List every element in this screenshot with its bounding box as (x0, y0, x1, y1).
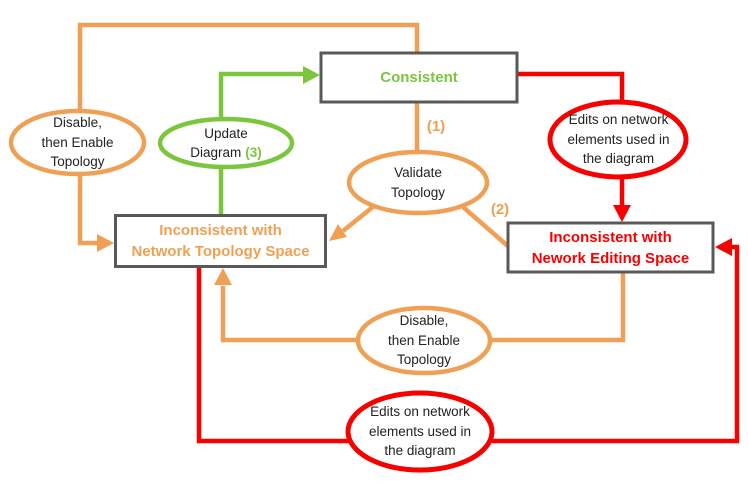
edge-label-step2-text: (2) (490, 201, 510, 219)
disable-enable-top-line3: Topology (50, 154, 105, 170)
arrowhead-into-topology-box-right (329, 224, 347, 241)
edge-update-diagram-to-consistent (218, 71, 303, 119)
inconsistent-topology-line1: Inconsistent with (159, 221, 282, 239)
inconsistent-editing-line1: Inconsistent with (549, 228, 672, 246)
action-edits-top-ellipse (547, 99, 689, 180)
edge-edits-bottom-to-editing-box (492, 244, 740, 444)
state-consistent-text: Consistent (380, 69, 458, 86)
edge-disable-enable-top-to-topology-box (77, 174, 98, 246)
state-inconsistent-editing-label: Inconsistent with Nework Editing Space (508, 223, 713, 272)
edge-consistent-to-disable-enable-top (77, 22, 420, 111)
edits-bottom-line2: elements used in (368, 423, 472, 439)
disable-enable-top-line1: Disable, (53, 115, 102, 131)
arrowhead-into-editing-box-top (613, 205, 631, 222)
action-edits-bottom-ellipse (345, 390, 495, 473)
edits-top-line1: Edits on network (568, 112, 669, 128)
edge-validate-to-topology-box (341, 204, 376, 233)
update-diagram-step-number: (3) (245, 145, 262, 160)
edits-bottom-line3: the diagram (384, 443, 456, 459)
arrowhead-into-consistent-left (303, 66, 320, 84)
arrowhead-into-topology-box-left (97, 234, 114, 252)
edge-editing-box-to-disable-enable-bottom (491, 272, 626, 343)
disable-enable-bottom-line2: then Enable (387, 332, 461, 348)
edge-consistent-to-edits-top (517, 71, 625, 102)
edits-top-line3: the diagram (582, 151, 655, 167)
edge-label-step1-text: (1) (426, 118, 446, 136)
action-update-diagram-ellipse (157, 116, 295, 170)
action-update-diagram-label: Update Diagram (3) (160, 119, 292, 167)
state-inconsistent-topology-box (114, 214, 327, 268)
disable-enable-top-line2: then Enable (41, 134, 114, 150)
edge-label-step2: (2) (484, 200, 516, 220)
action-disable-enable-bottom-ellipse (355, 305, 493, 376)
inconsistent-topology-line2: Network Topology Space (131, 242, 310, 260)
edits-top-line2: elements used in (567, 131, 670, 147)
validate-topology-line2: Topology (390, 184, 446, 200)
edge-label-step1: (1) (420, 117, 452, 137)
state-inconsistent-topology-label: Inconsistent with Network Topology Space (115, 215, 326, 266)
inconsistent-editing-line2: Nework Editing Space (531, 249, 690, 267)
action-validate-topology-ellipse (346, 149, 490, 216)
action-disable-enable-top-ellipse (8, 108, 147, 177)
action-edits-top-label: Edits on network elements used in the di… (550, 102, 687, 177)
update-diagram-word: Diagram (190, 145, 242, 160)
state-consistent-box (319, 51, 519, 104)
update-diagram-line2: Diagram (3) (190, 143, 262, 163)
state-consistent-label: Consistent (321, 53, 517, 102)
edge-validate-to-editing-box (461, 205, 511, 249)
arrowhead-into-editing-box-right (715, 238, 732, 256)
action-edits-bottom-label: Edits on network elements used in the di… (348, 393, 492, 470)
arrowhead-into-topology-box-bottom (214, 268, 232, 285)
update-diagram-line1: Update (204, 125, 248, 141)
edge-topology-box-to-edits-bottom (196, 266, 349, 444)
disable-enable-bottom-line3: Topology (396, 352, 452, 368)
action-validate-topology-label: Validate Topology (349, 152, 487, 213)
action-disable-enable-top-label: Disable, then Enable Topology (11, 111, 144, 174)
state-inconsistent-editing-box (506, 221, 715, 274)
disable-enable-bottom-line1: Disable, (399, 313, 449, 329)
edits-bottom-line1: Edits on network (370, 404, 470, 420)
edge-disable-enable-bottom-to-topology-box (220, 286, 358, 343)
validate-topology-line1: Validate (394, 165, 442, 180)
action-disable-enable-bottom-label: Disable, then Enable Topology (358, 308, 490, 373)
